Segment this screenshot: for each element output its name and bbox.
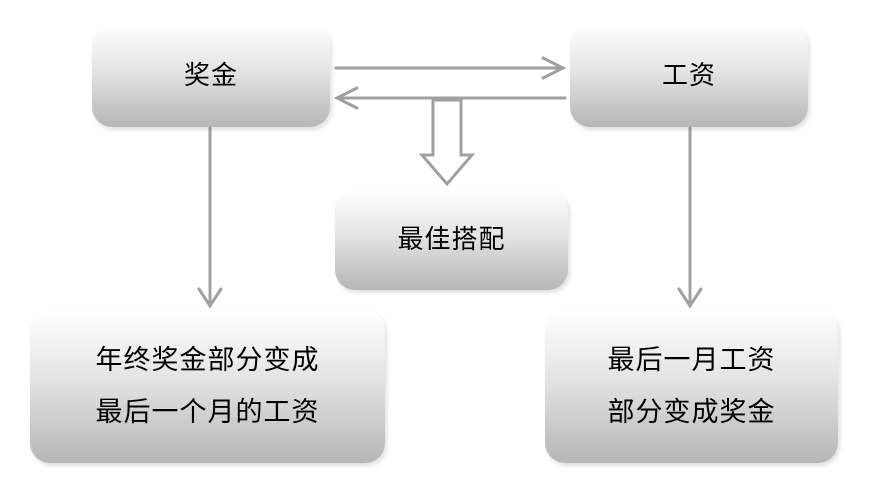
node-best-match: 最佳搭配 (335, 190, 568, 290)
node-left-result-line-2: 最后一个月的工资 (95, 396, 320, 428)
node-left-result: 年终奖金部分变成 最后一个月的工资 (30, 310, 385, 463)
arrow-salary-down-head (677, 287, 703, 309)
node-right-result-line-2: 部分变成奖金 (607, 396, 776, 428)
node-salary: 工资 (570, 25, 808, 127)
arrow-bonus-to-left-result (197, 126, 223, 309)
arrow-salary-to-bonus (333, 86, 567, 110)
arrow-bonus-down-head (197, 287, 223, 309)
arrow-salary-to-right-result (677, 126, 703, 309)
node-bonus-label: 奖金 (183, 61, 238, 91)
node-right-result-line-1: 最后一月工资 (607, 344, 776, 376)
node-salary-label: 工资 (661, 61, 716, 91)
node-best-match-label: 最佳搭配 (397, 225, 506, 255)
node-bonus: 奖金 (92, 25, 330, 127)
arrow-salary-to-bonus-head (333, 86, 359, 110)
arrow-to-best-match (418, 98, 476, 187)
arrow-bonus-to-salary (334, 56, 567, 80)
node-left-result-line-1: 年终奖金部分变成 (95, 344, 320, 376)
arrow-bonus-to-salary-head (541, 56, 567, 80)
node-right-result: 最后一月工资 部分变成奖金 (545, 310, 838, 463)
